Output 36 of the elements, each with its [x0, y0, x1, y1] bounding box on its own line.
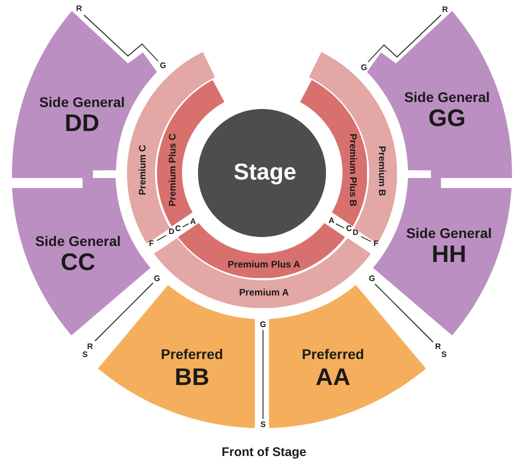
row-label: C — [346, 225, 352, 233]
section-code: GG — [428, 106, 466, 131]
row-label: G — [154, 275, 160, 283]
section-code: DD — [64, 112, 100, 136]
section-code: HH — [432, 242, 466, 267]
section-name: Side General — [35, 234, 121, 248]
section-name: Premium A — [239, 288, 289, 298]
row-label: D — [352, 228, 358, 236]
section-name: Premium Plus B — [347, 134, 357, 206]
row-label: R — [435, 343, 441, 351]
row-label: G — [160, 62, 166, 70]
section-name: Premium B — [376, 146, 386, 196]
section-name: Premium Plus C — [168, 134, 178, 206]
row-label: S — [82, 351, 88, 359]
section-name: Side General — [39, 94, 125, 109]
section-code: BB — [174, 366, 210, 390]
section-name: Side General — [406, 226, 492, 240]
row-label: G — [260, 321, 266, 329]
row-label: R — [87, 343, 93, 351]
section-name: Preferred — [302, 346, 364, 361]
row-label: S — [441, 351, 447, 359]
row-label: F — [374, 240, 378, 248]
row-label: F — [149, 240, 154, 248]
row-label: S — [260, 421, 266, 429]
section-name: Side General — [404, 90, 490, 104]
stage-label: Stage — [234, 160, 296, 184]
section-name: Premium C — [138, 144, 148, 196]
section-name: Preferred — [160, 346, 224, 361]
row-label: G — [360, 64, 368, 72]
section-code: AA — [316, 366, 350, 390]
row-label: R — [76, 5, 82, 13]
stage-front-label: Front of Stage — [222, 446, 306, 458]
section-code: CC — [60, 250, 96, 275]
row-label: R — [442, 6, 448, 14]
row-label: G — [368, 275, 376, 283]
row-label: D — [168, 228, 174, 236]
